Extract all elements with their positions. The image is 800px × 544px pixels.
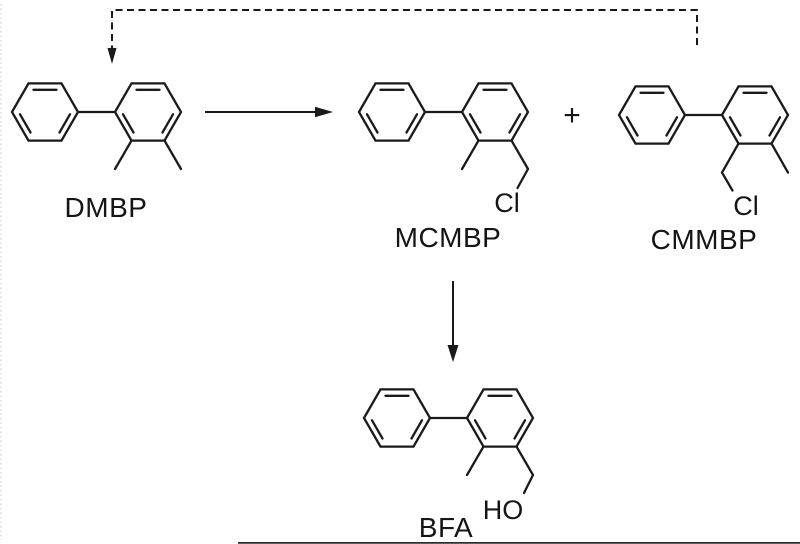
double-bond-line	[410, 419, 424, 440]
benzene-ring	[617, 85, 687, 145]
benzene-ring	[10, 82, 80, 142]
double-bond-line	[513, 419, 527, 440]
benzene-ring	[720, 85, 790, 145]
mcmbp-label: MCMBP	[395, 222, 502, 253]
double-bond-line	[508, 113, 522, 134]
double-bond-line	[58, 113, 72, 134]
double-bond-line	[468, 113, 482, 134]
cmmbp-structure	[617, 85, 790, 192]
double-bond-line	[18, 113, 32, 134]
bfa-structure	[362, 388, 535, 495]
benzene-ring	[113, 82, 183, 142]
mcmbp-structure	[357, 82, 530, 190]
cmmbp-label: CMMBP	[651, 224, 758, 255]
double-bond-line	[625, 116, 639, 137]
bond	[460, 139, 480, 171]
bond	[515, 445, 535, 477]
recycle-arrow	[107, 9, 698, 64]
bond	[163, 139, 183, 171]
mcmbp-cl-atom-label: Cl	[494, 188, 520, 218]
recycle-arrow-line	[111, 9, 698, 52]
double-bond-line	[161, 113, 175, 134]
double-bond-line	[665, 116, 679, 137]
recycle-arrowhead-icon	[107, 48, 117, 64]
down-arrow	[447, 281, 459, 362]
bond	[720, 171, 734, 192]
benzene-ring	[362, 388, 432, 448]
bond	[770, 142, 790, 174]
bond	[510, 139, 530, 171]
benzene-ring	[460, 82, 530, 142]
down-arrowhead-icon	[447, 345, 459, 362]
bond	[113, 139, 133, 171]
dmbp-label: DMBP	[65, 192, 148, 223]
bfa-ho-atom-label: HO	[483, 495, 524, 525]
double-bond-line	[728, 116, 742, 137]
bond	[720, 142, 740, 174]
double-bond-line	[370, 419, 384, 440]
double-bond-line	[768, 116, 782, 137]
double-bond-line	[405, 113, 419, 134]
double-bond-line	[473, 419, 487, 440]
cmmbp-cl-atom-label: Cl	[733, 191, 759, 221]
bond	[522, 473, 535, 495]
forward-arrow	[205, 106, 333, 118]
dmbp-structure	[10, 82, 183, 171]
forward-arrowhead-icon	[315, 106, 333, 118]
plus-sign: +	[563, 99, 581, 132]
bond	[516, 167, 530, 190]
bond	[465, 445, 485, 477]
double-bond-line	[365, 113, 379, 134]
double-bond-line	[121, 113, 135, 134]
bfa-label: BFA	[419, 512, 473, 543]
benzene-ring	[357, 82, 427, 142]
benzene-ring	[465, 388, 535, 448]
